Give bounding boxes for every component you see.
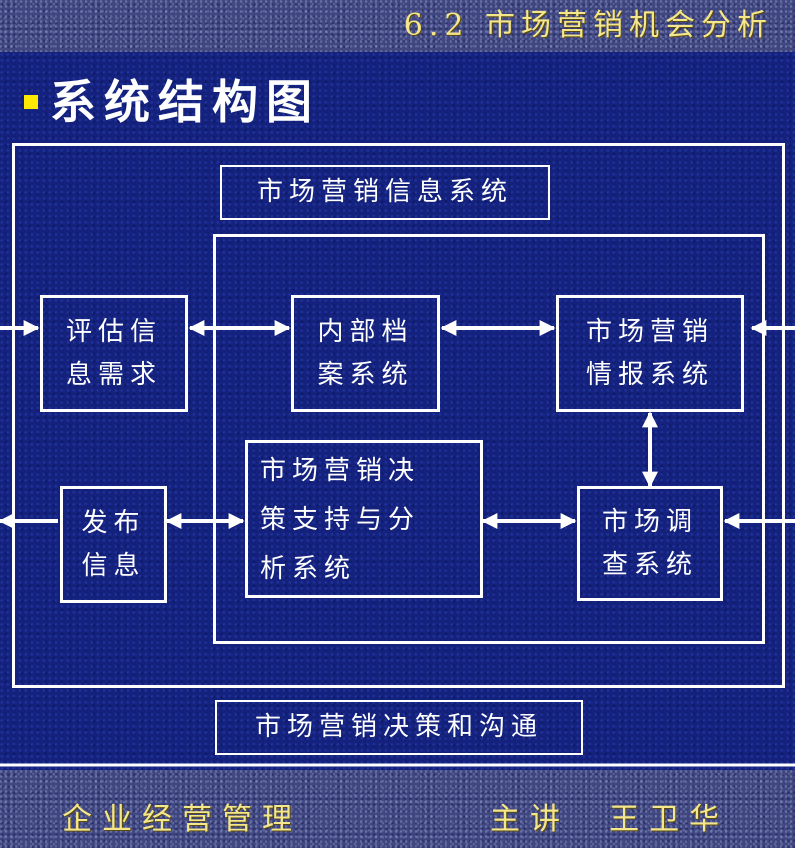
bullet-icon: [24, 95, 38, 109]
node-dss-line-1: 市场营销决: [260, 456, 421, 486]
node-decision-support: [245, 440, 483, 598]
node-assess-line-2: 息需求: [65, 360, 162, 390]
header-band: [0, 0, 795, 52]
slide-heading: 系统结构图: [50, 75, 320, 129]
inner-subsystem-frame: [213, 234, 765, 644]
node-assess-info-needs: [40, 295, 188, 412]
footer-presenter: 主讲 王卫华: [490, 802, 730, 837]
node-publish-line-1: 发布: [81, 508, 146, 538]
node-intel-line-1: 市场营销: [585, 317, 714, 347]
node-intel-line-2: 情报系统: [585, 360, 714, 390]
bottom-label-box: [215, 700, 583, 755]
section-title: 6.2 市场营销机会分析: [403, 8, 773, 43]
node-dss-line-2: 策支持与分: [260, 505, 421, 535]
node-internal-line-2: 案系统: [317, 360, 414, 390]
node-internal-records: [291, 295, 440, 412]
outer-system-label: 市场营销信息系统: [256, 177, 513, 207]
bottom-decision-label: 市场营销决策和沟通: [254, 712, 543, 742]
node-publish-info: [60, 486, 167, 603]
node-assess-line-1: 评估信: [65, 317, 162, 347]
outer-label-box: [220, 165, 550, 220]
node-publish-line-2: 信息: [81, 551, 146, 581]
node-marketing-intelligence: [556, 295, 744, 412]
node-marketing-research: [577, 486, 723, 601]
footer-course-name: 企业经营管理: [62, 802, 302, 837]
node-research-line-2: 查系统: [601, 550, 698, 580]
node-dss-line-3: 析系统: [260, 554, 357, 584]
node-research-line-1: 市场调: [601, 507, 698, 537]
node-internal-line-1: 内部档: [317, 317, 414, 347]
footer-band: [0, 770, 795, 848]
outer-system-frame: [12, 143, 785, 688]
